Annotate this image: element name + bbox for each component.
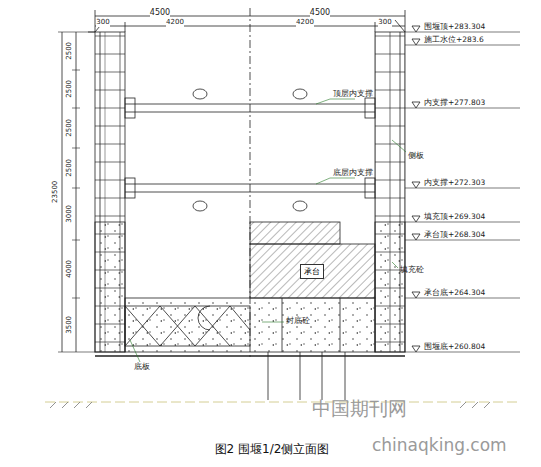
dimension: 4200 (166, 19, 184, 27)
cap-box: 承台 (300, 264, 324, 279)
elevation-label: 承台顶+268.304 (424, 231, 485, 239)
elevation-label: 填充顶+269.304 (424, 213, 485, 221)
elevation-label: 内支撑+272.303 (424, 179, 485, 187)
part-label: 填充砼 (400, 266, 424, 274)
part-label: 底板 (134, 363, 150, 371)
elevation-label: 承台底+264.304 (424, 289, 485, 297)
elevation-label: 围堰底+260.804 (424, 343, 485, 351)
dimension: 4500 (310, 9, 330, 18)
dimension: 4200 (296, 19, 314, 27)
part-label: 底层内支撑 (333, 169, 373, 177)
part-label: 顶层内支撑 (333, 90, 373, 98)
dimension: 2500 (66, 80, 74, 98)
watermark: chinaqking.com (372, 436, 507, 455)
dimension: 3000 (66, 205, 74, 223)
part-label: 封底砼 (286, 317, 310, 325)
elevation-label: 内支撑+277.803 (424, 99, 485, 107)
elevation-label: 施工水位+283.6 (424, 36, 484, 44)
elevation-label: 围堰顶+283.304 (424, 23, 485, 31)
dimension: 2500 (66, 42, 74, 60)
cap-label: 承台 (304, 267, 320, 276)
dimension: 300 (378, 19, 391, 27)
figure-caption: 图2 围堰1/2侧立面图 (215, 443, 330, 456)
dimension: 23500 (52, 181, 60, 203)
dimension: 4500 (150, 9, 170, 18)
dimension: 4000 (66, 260, 74, 278)
watermark: 中国期刊网 (312, 398, 407, 419)
part-label: 侧板 (408, 152, 424, 160)
dimension: 2500 (66, 119, 74, 137)
dimension: 300 (96, 19, 109, 27)
dimension: 2500 (66, 159, 74, 177)
dimension: 3500 (66, 316, 74, 334)
